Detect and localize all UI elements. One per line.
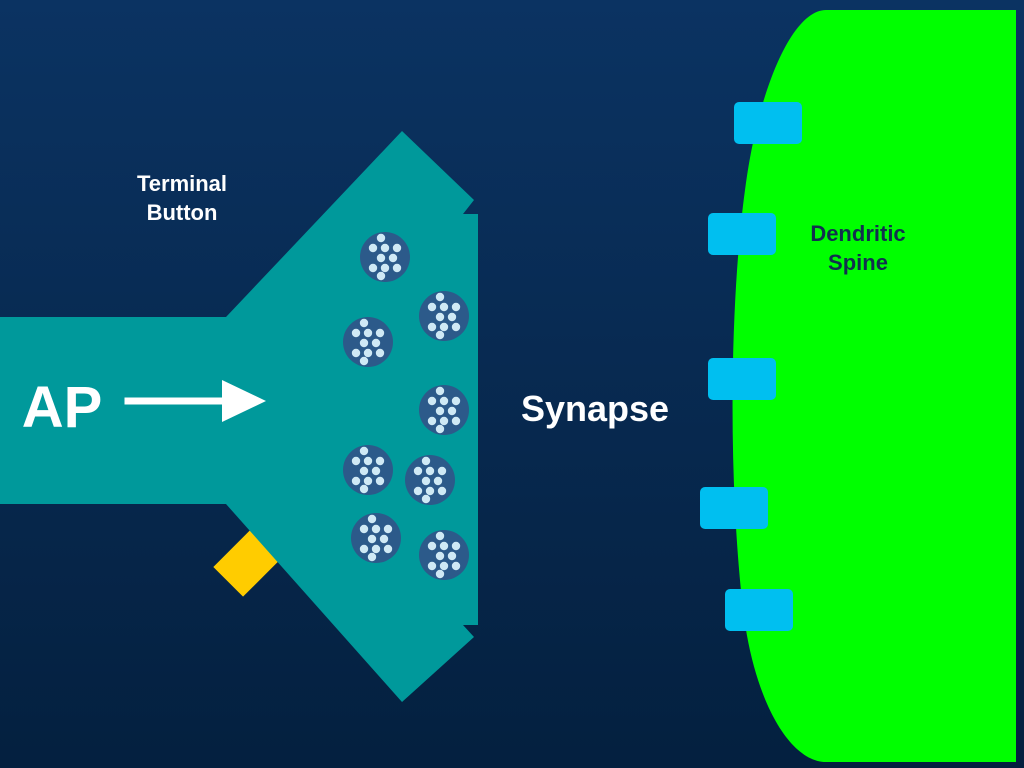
vesicle <box>343 317 393 367</box>
dendritic-spine-shape <box>732 10 1016 762</box>
receptor-group <box>700 102 802 631</box>
vesicle <box>360 232 410 282</box>
action-potential-label: AP <box>21 375 103 440</box>
vesicle <box>419 530 469 580</box>
vesicle <box>419 385 469 435</box>
vesicle <box>419 291 469 341</box>
terminal-button-label: Terminal Button <box>136 171 228 225</box>
vesicle <box>405 455 455 505</box>
terminal-button-shape <box>0 131 478 702</box>
receptor <box>734 102 802 144</box>
receptor <box>708 213 776 255</box>
dendritic-spine-label: Dendritic Spine <box>810 221 906 275</box>
synapse-label: Synapse <box>520 388 670 429</box>
vesicle <box>351 513 401 563</box>
receptor <box>725 589 793 631</box>
vesicle-group <box>343 232 469 580</box>
arrow-right-icon <box>124 380 266 422</box>
receptor <box>708 358 776 400</box>
vesicle <box>343 445 393 495</box>
receptor <box>700 487 768 529</box>
